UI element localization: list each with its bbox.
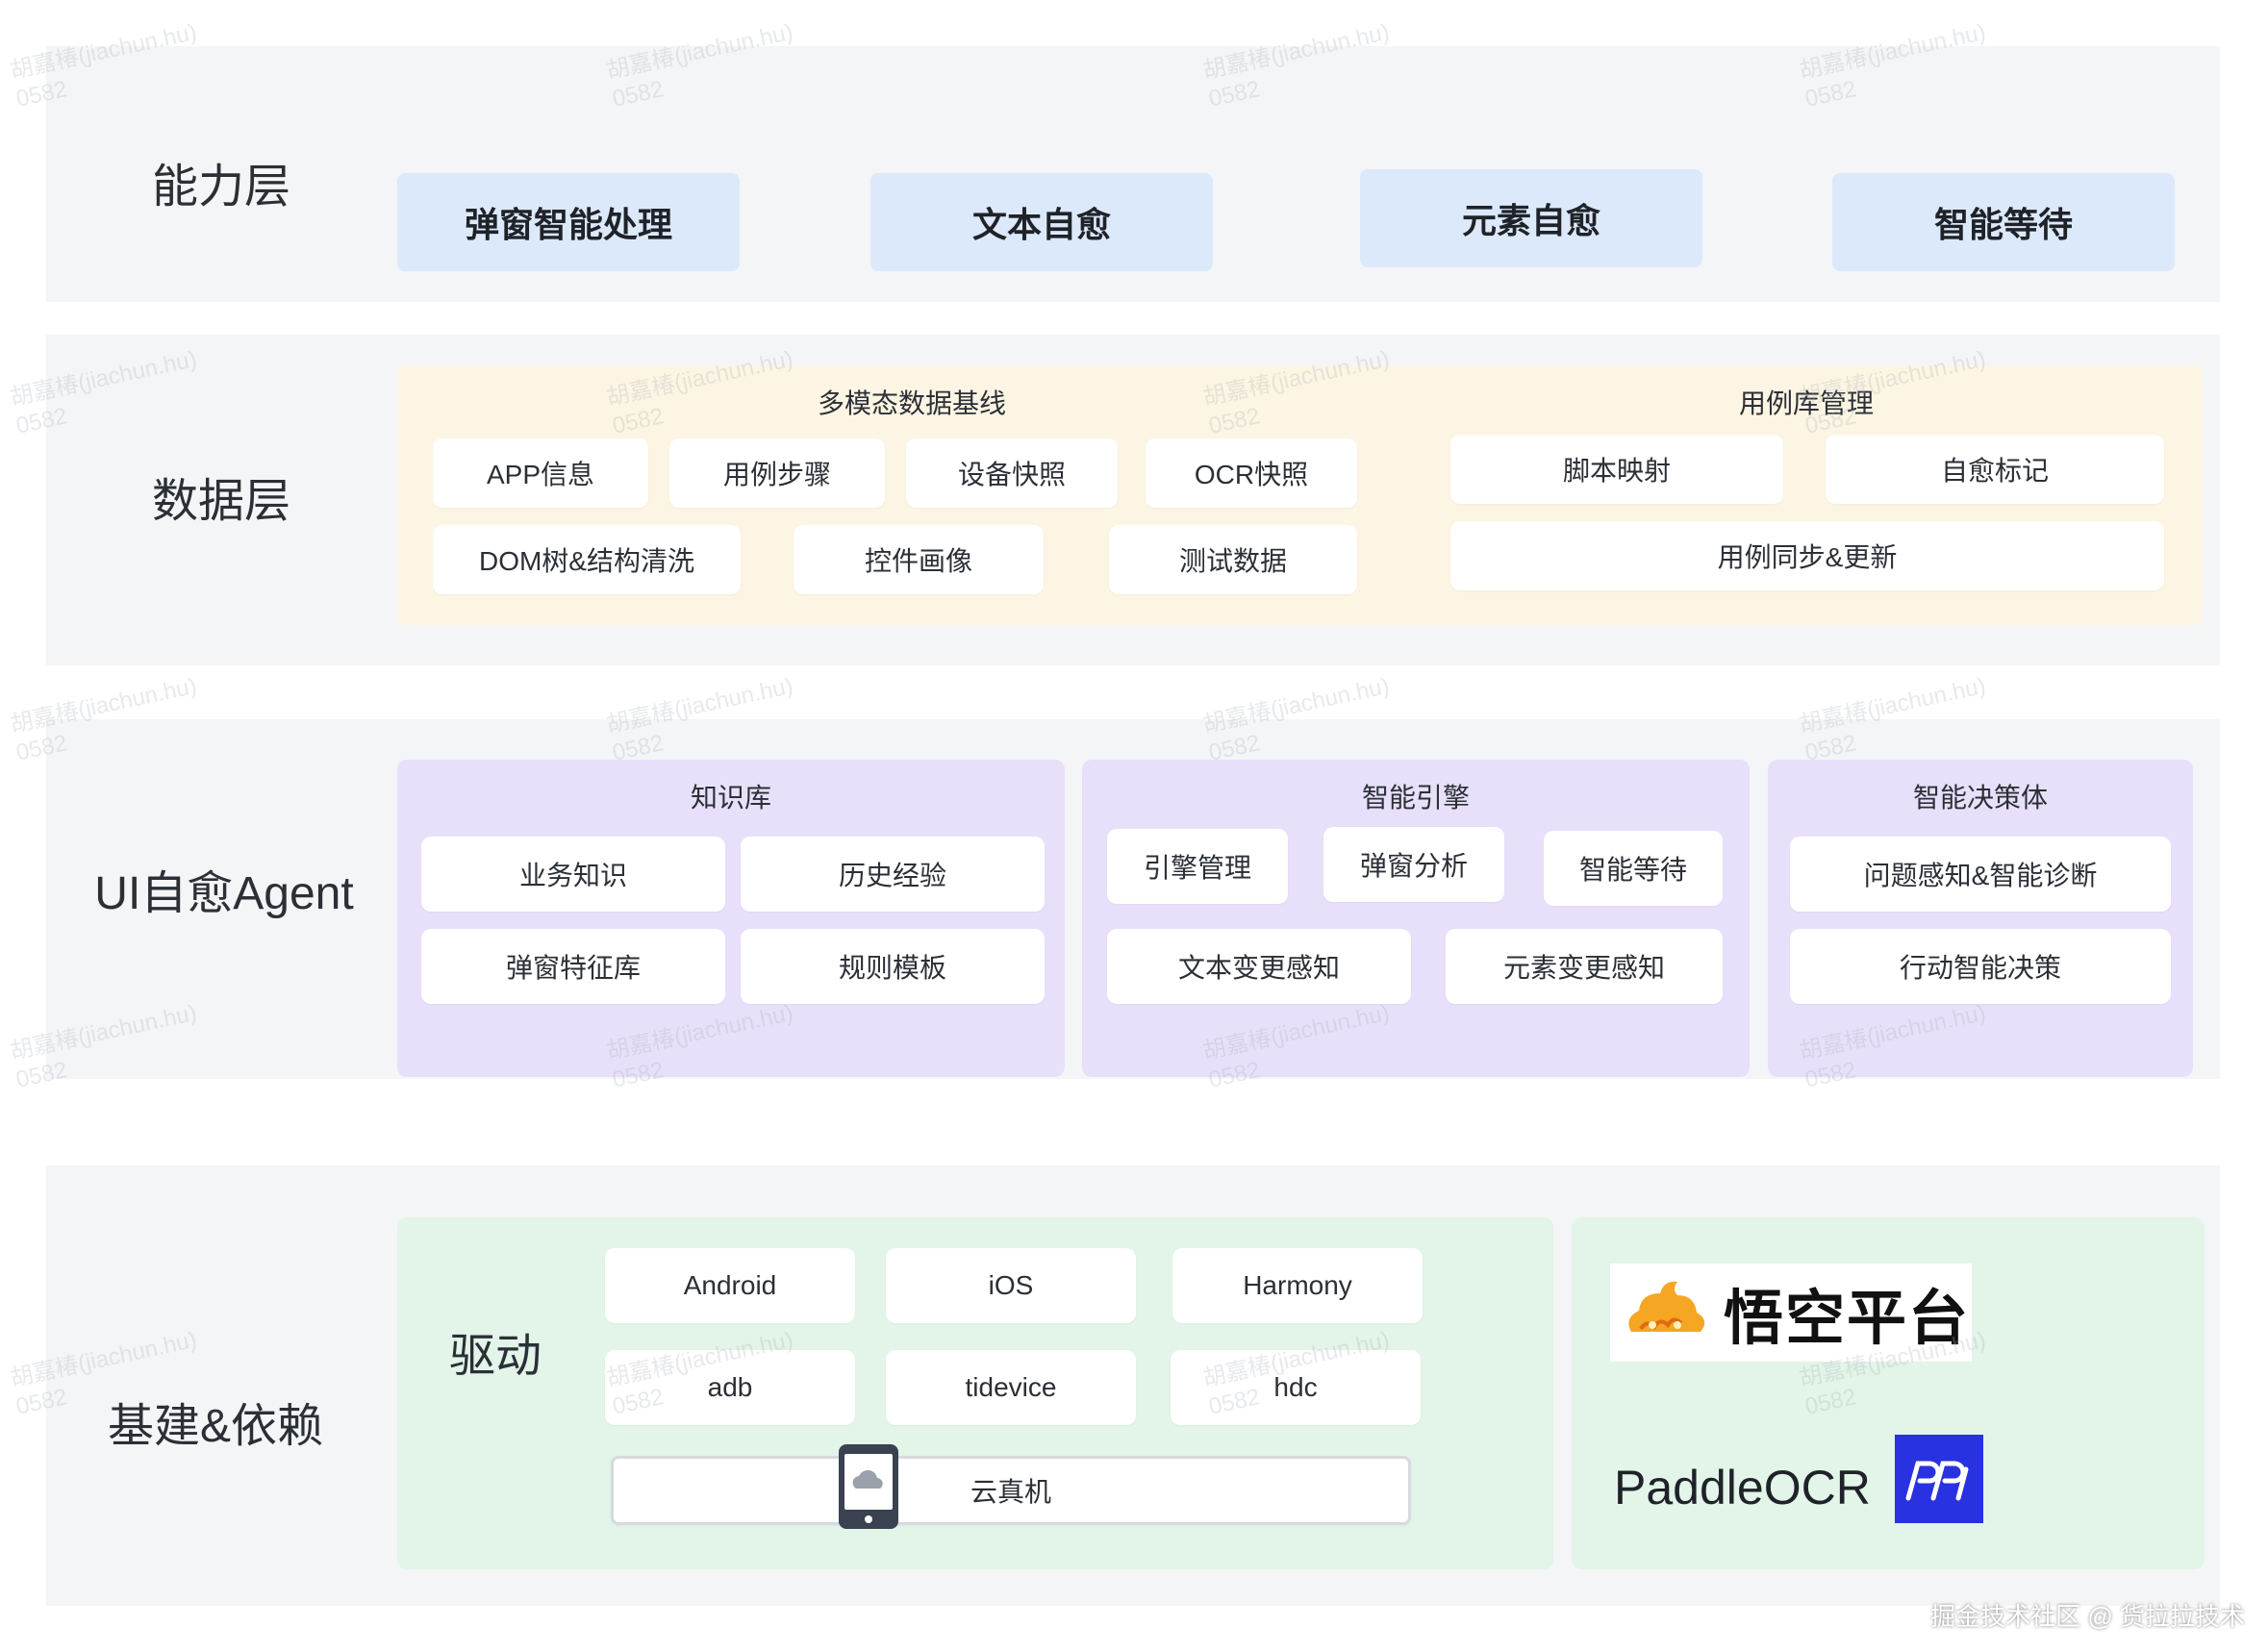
capability-text-self-heal: 文本自愈 — [870, 173, 1213, 271]
problem-diagnosis-box: 问题感知&智能诊断 — [1790, 837, 2171, 912]
widget-profile-box: 控件画像 — [794, 525, 1044, 594]
test-data-box: 测试数据 — [1109, 525, 1357, 594]
capability-smart-wait: 智能等待 — [1832, 173, 2175, 271]
knowledge-base-title: 知识库 — [690, 783, 771, 813]
knowledge-base-panel: 知识库 业务知识 历史经验 弹窗特征库 规则模板 — [397, 760, 1065, 1077]
capability-popup-handling: 弹窗智能处理 — [397, 173, 740, 271]
decision-agent-title: 智能决策体 — [1912, 783, 2048, 813]
adb-box: adb — [605, 1350, 855, 1425]
case-library-panel: 用例库管理 脚本映射 自愈标记 用例同步&更新 — [1410, 365, 2203, 625]
decision-agent-panel: 智能决策体 问题感知&智能诊断 行动智能决策 — [1768, 760, 2193, 1077]
case-steps-box: 用例步骤 — [669, 438, 885, 508]
capability-element-self-heal: 元素自愈 — [1360, 169, 1702, 267]
dom-tree-box: DOM树&结构清洗 — [433, 525, 741, 594]
smart-engine-panel: 智能引擎 引擎管理 弹窗分析 智能等待 文本变更感知 元素变更感知 — [1082, 760, 1750, 1077]
engine-management-box: 引擎管理 — [1107, 829, 1288, 904]
agent-layer: UI自愈Agent 知识库 业务知识 历史经验 弹窗特征库 规则模板 智能引擎 … — [46, 719, 2220, 1079]
tidevice-box: tidevice — [886, 1350, 1136, 1425]
footer-credit: 掘金技术社区 @ 货拉拉技术 — [1930, 1602, 2245, 1631]
capability-layer-title: 能力层 — [151, 162, 291, 213]
text-change-aware-box: 文本变更感知 — [1107, 929, 1411, 1004]
popup-analysis-box: 弹窗分析 — [1323, 827, 1504, 902]
wukong-platform-logo: 悟空平台 — [1610, 1264, 1972, 1362]
data-layer-title: 数据层 — [151, 476, 291, 527]
app-info-box: APP信息 — [433, 438, 648, 508]
infra-layer: 基建&依赖 驱动 Android iOS Harmony adb tidevic… — [46, 1165, 2220, 1606]
paddleocr-label: PaddleOCR — [1614, 1461, 1871, 1514]
wukong-platform-text: 悟空平台 — [1724, 1283, 1971, 1353]
multimodal-baseline-panel: 多模态数据基线 APP信息 用例步骤 设备快照 OCR快照 DOM树&结构清洗 … — [397, 365, 1426, 625]
popup-feature-library-box: 弹窗特征库 — [421, 929, 725, 1004]
infra-layer-title: 基建&依赖 — [107, 1401, 324, 1452]
script-mapping-box: 脚本映射 — [1450, 435, 1783, 504]
business-knowledge-box: 业务知识 — [421, 837, 725, 912]
wukong-cloud-icon — [1628, 1281, 1705, 1332]
multimodal-baseline-title: 多模态数据基线 — [817, 388, 1006, 418]
cloud-device-box: 云真机 — [611, 1456, 1411, 1525]
engine-smart-wait-box: 智能等待 — [1544, 831, 1723, 906]
action-decision-box: 行动智能决策 — [1790, 929, 2171, 1004]
driver-title: 驱动 — [449, 1331, 542, 1382]
case-library-title: 用例库管理 — [1738, 388, 1874, 418]
android-box: Android — [605, 1248, 855, 1323]
paddle-logo-icon — [1895, 1435, 1983, 1523]
cloud-phone-icon — [837, 1442, 900, 1531]
capability-layer: 能力层 弹窗智能处理 文本自愈 元素自愈 智能等待 — [46, 46, 2220, 302]
element-change-aware-box: 元素变更感知 — [1446, 929, 1723, 1004]
cloud-device-label: 云真机 — [970, 1477, 1051, 1507]
hdc-box: hdc — [1171, 1350, 1421, 1425]
ios-box: iOS — [886, 1248, 1136, 1323]
harmony-box: Harmony — [1172, 1248, 1423, 1323]
self-heal-mark-box: 自愈标记 — [1826, 435, 2164, 504]
history-experience-box: 历史经验 — [741, 837, 1045, 912]
agent-layer-title: UI自愈Agent — [94, 868, 354, 919]
smart-engine-title: 智能引擎 — [1361, 783, 1470, 813]
rule-template-box: 规则模板 — [741, 929, 1045, 1004]
deps-panel: 悟空平台 PaddleOCR — [1572, 1217, 2205, 1569]
driver-panel: 驱动 Android iOS Harmony adb tidevice hdc … — [397, 1217, 1553, 1569]
device-snapshot-box: 设备快照 — [906, 438, 1118, 508]
case-sync-box: 用例同步&更新 — [1450, 521, 2164, 590]
data-layer: 数据层 多模态数据基线 APP信息 用例步骤 设备快照 OCR快照 DOM树&结… — [46, 335, 2220, 665]
ocr-snapshot-box: OCR快照 — [1146, 438, 1357, 508]
